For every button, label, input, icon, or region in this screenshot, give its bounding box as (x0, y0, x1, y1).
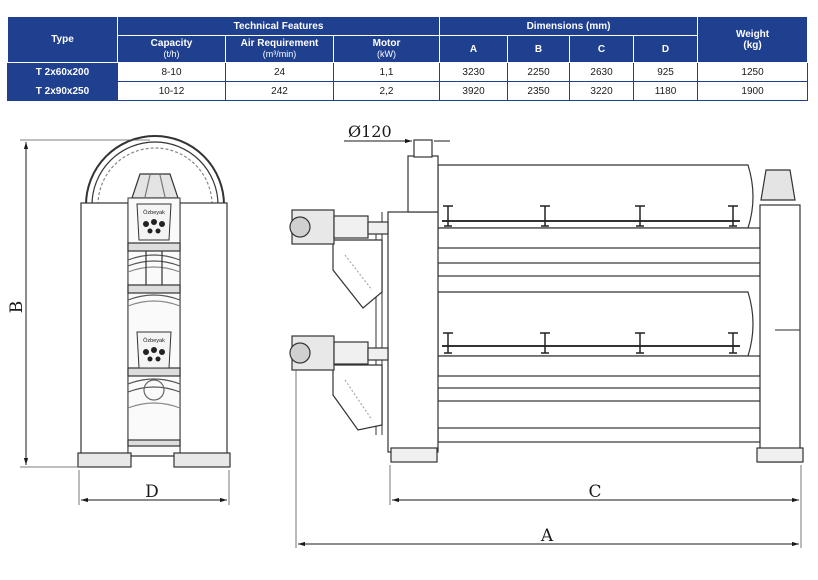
rail-5 (437, 427, 761, 443)
cell-weight: 1250 (697, 62, 809, 82)
header-motor: Motor (kW) (332, 35, 441, 63)
header-weight-label: Weight (735, 28, 770, 40)
upper-motor-bracket (332, 239, 383, 309)
cell-dim-d: 925 (633, 62, 699, 82)
left-panel (80, 202, 129, 457)
left-frame (387, 211, 439, 453)
header-dimensions: Dimensions (mm) (439, 16, 699, 36)
header-air-unit: (m³/min) (262, 49, 297, 59)
cell-air: 242 (225, 81, 334, 101)
logo-plate-lower: Özbeyak (136, 331, 172, 369)
lower-drum-band (127, 367, 181, 377)
left-frame-foot (390, 447, 438, 463)
header-dim-b: B (507, 35, 571, 63)
cell-dim-b: 2250 (507, 62, 571, 82)
cell-dim-b: 2350 (507, 81, 571, 101)
cell-air: 24 (225, 62, 334, 82)
cell-type: T 2x60x200 (7, 62, 118, 82)
cell-dim-d: 1180 (633, 81, 699, 101)
dome-fins (97, 147, 213, 206)
table-row: T 2x60x200 8-10 24 1,1 3230 2250 2630 92… (7, 62, 809, 82)
header-weight-unit: (kg) (743, 39, 762, 51)
header-motor-label: Motor (372, 38, 401, 49)
label-diameter: Ø120 (348, 122, 392, 141)
side-view (289, 139, 804, 548)
logo-plate-upper: Özbeyak (136, 203, 172, 241)
hopper (131, 173, 179, 199)
label-b: B (7, 301, 27, 314)
upper-drum-band (127, 242, 181, 252)
header-air-label: Air Requirement (240, 38, 319, 49)
table-row: T 2x90x250 10-12 242 2,2 3920 2350 3220 … (7, 81, 809, 101)
specifications-table: Type Technical Features Dimensions (mm) … (7, 16, 809, 101)
header-dim-c: C (569, 35, 635, 63)
dimension-c (389, 465, 802, 548)
dome-outer (85, 135, 225, 206)
rail-3 (437, 355, 761, 377)
right-hopper (760, 169, 796, 201)
right-foot (173, 452, 231, 468)
upper-drum (437, 164, 754, 229)
header-capacity-unit: (t/h) (163, 49, 180, 59)
lower-drum-hub (143, 379, 165, 401)
right-frame (759, 204, 801, 463)
cell-dim-c: 3220 (569, 81, 635, 101)
label-a: A (540, 526, 554, 546)
logo-text-upper: Özbeyak (143, 209, 165, 216)
header-type: Type (7, 16, 118, 63)
cell-dim-c: 2630 (569, 62, 635, 82)
cell-weight: 1900 (697, 81, 809, 101)
front-view (77, 135, 231, 468)
left-foot (77, 452, 132, 468)
right-frame-foot (756, 447, 804, 463)
header-dim-d: D (633, 35, 699, 63)
cell-type: T 2x90x250 (7, 81, 118, 101)
header-air: Air Requirement (m³/min) (225, 35, 334, 63)
header-motor-unit: (kW) (377, 49, 396, 59)
center-column (127, 197, 181, 457)
inlet-pipe (413, 139, 433, 158)
label-d: D (145, 482, 159, 502)
label-c: C (588, 482, 601, 502)
right-panel (179, 202, 228, 457)
header-weight: Weight (kg) (697, 16, 809, 63)
rail-1 (437, 227, 761, 249)
dimension-b (20, 139, 150, 468)
header-dim-a: A (439, 35, 509, 63)
logo-text-lower: Özbeyak (143, 337, 165, 344)
cell-dim-a: 3920 (439, 81, 509, 101)
rail-2 (437, 262, 761, 277)
cell-motor: 2,2 (332, 81, 441, 101)
top-housing (407, 155, 439, 213)
rail-4 (437, 387, 761, 402)
header-capacity: Capacity (t/h) (117, 35, 226, 63)
header-capacity-label: Capacity (150, 38, 193, 49)
drum-clamps (443, 205, 738, 354)
dome-inner (91, 141, 219, 206)
dimension-d (78, 470, 230, 505)
